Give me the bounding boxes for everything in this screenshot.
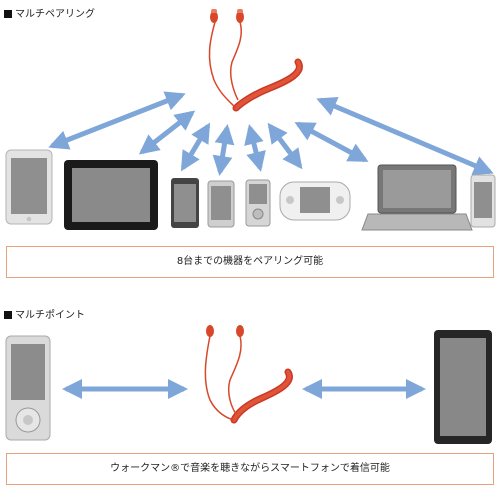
arrow-walkman [244, 124, 266, 172]
multipoint-caption: ウォークマン®で音楽を聴きながらスマートフォンで着信可能 [6, 453, 494, 485]
multipoint-title-text: マルチポイント [15, 310, 85, 321]
device-walkman-small [245, 179, 271, 227]
device-game-console [279, 181, 351, 221]
multipairing-caption-text: 8台までの機器をペアリング可能 [176, 256, 324, 267]
arrow-game [267, 122, 303, 170]
pairing-arrows [48, 91, 494, 176]
square-bullet-icon [4, 10, 12, 18]
arrow-tablet [48, 91, 186, 150]
multipoint-title: マルチポイント [4, 306, 85, 321]
arrow-phone-b [212, 124, 235, 176]
device-smartphone [470, 174, 496, 228]
square-bullet-icon [4, 311, 12, 319]
multipairing-title: マルチペアリング [4, 5, 95, 20]
headphone-top [208, 9, 303, 112]
device-tablet [5, 149, 53, 225]
multipairing-title-text: マルチペアリング [15, 9, 95, 20]
device-smartphone-large [434, 330, 492, 444]
arrow-laptop [294, 121, 369, 163]
device-laptop [361, 164, 473, 231]
device-walkman-large [5, 335, 51, 441]
headphone-bottom [204, 325, 293, 424]
device-phone-a [171, 178, 199, 228]
multipoint-caption-text: ウォークマン®で音楽を聴きながらスマートフォンで着信可能 [110, 463, 390, 474]
arrow-smartphone [316, 97, 494, 175]
arrow-phone-a [180, 122, 211, 172]
multipairing-caption: 8台までの機器をペアリング可能 [6, 246, 494, 278]
device-photo-frame [64, 160, 158, 230]
arrow-photo-frame [138, 110, 196, 155]
device-phone-b [207, 180, 235, 228]
